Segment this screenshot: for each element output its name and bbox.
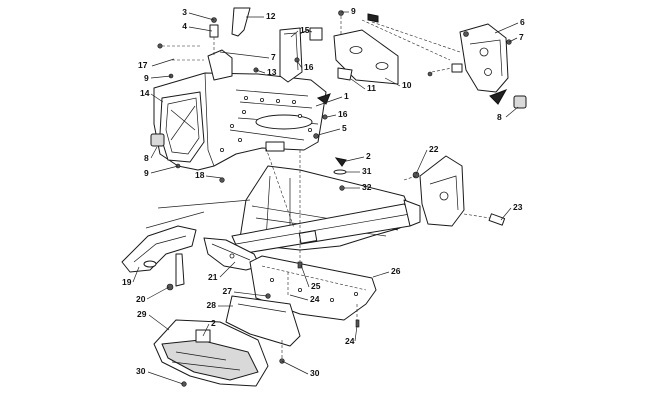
left-small-parts xyxy=(150,43,331,183)
callout-c12: 12 xyxy=(266,11,276,21)
callout-c13: 13 xyxy=(267,67,277,77)
callout-c15: 15 xyxy=(300,25,310,35)
callout-c18: 18 xyxy=(195,170,205,180)
callout-c31: 31 xyxy=(362,166,372,176)
leader-line-c9b xyxy=(150,75,172,79)
callout-c7a: 7 xyxy=(519,32,524,42)
callout-c16b: 16 xyxy=(338,109,348,119)
callout-c27: 27 xyxy=(223,286,233,296)
callout-c9b: 9 xyxy=(144,73,149,83)
leader-line-c8b xyxy=(150,146,158,159)
upper-parts xyxy=(211,7,344,83)
leader-line-c25 xyxy=(300,264,310,288)
leader-line-c30a xyxy=(147,371,184,385)
leader-line-c24b xyxy=(354,325,358,342)
leader-line-c6 xyxy=(494,22,519,34)
callout-c26: 26 xyxy=(391,266,401,276)
leader-line-c10 xyxy=(384,77,401,87)
callout-c20: 20 xyxy=(136,294,146,304)
callout-c10: 10 xyxy=(402,80,412,90)
callout-c25: 25 xyxy=(311,281,321,291)
leader-line-c16b xyxy=(326,114,337,118)
leader-line-c30b xyxy=(281,360,309,375)
callout-c21: 21 xyxy=(208,272,218,282)
right-spindle-bracket xyxy=(403,155,506,227)
leader-line-c9c xyxy=(150,165,179,174)
leader-line-c24a xyxy=(289,294,309,301)
callout-c24b: 24 xyxy=(345,336,355,346)
callout-c8b: 8 xyxy=(144,153,149,163)
callout-c8a: 8 xyxy=(497,112,502,122)
callout-c2b: 2 xyxy=(211,318,216,328)
callout-c30a: 30 xyxy=(136,366,146,376)
callout-c9c: 9 xyxy=(144,168,149,178)
callout-c2a: 2 xyxy=(366,151,371,161)
leader-line-c23 xyxy=(500,207,512,221)
callout-c19: 19 xyxy=(122,277,132,287)
leader-line-c27 xyxy=(233,291,268,297)
callout-c7b: 7 xyxy=(271,52,276,62)
leader-line-c15 xyxy=(290,30,299,38)
leader-line-c11 xyxy=(350,78,366,90)
callout-c5: 5 xyxy=(342,123,347,133)
leader-line-c26 xyxy=(372,271,390,278)
leader-line-c21 xyxy=(219,261,236,278)
callout-c1: 1 xyxy=(344,91,349,101)
callout-c29: 29 xyxy=(137,309,147,319)
leader-line-c20 xyxy=(146,286,170,300)
callout-c24a: 24 xyxy=(310,294,320,304)
leader-line-c8a xyxy=(505,106,519,118)
callout-c14: 14 xyxy=(140,88,150,98)
leader-line-c2b xyxy=(202,323,210,337)
callout-c6: 6 xyxy=(520,17,525,27)
callout-c17: 17 xyxy=(138,60,148,70)
front-frame xyxy=(231,147,421,262)
bellypan-29 xyxy=(153,319,285,387)
callout-c32: 32 xyxy=(362,182,372,192)
leader-line-c14 xyxy=(150,93,164,103)
leader-line-c7b xyxy=(219,51,270,59)
leader-line-c18 xyxy=(205,175,223,179)
leader-line-c2a xyxy=(341,156,365,163)
leader-line-c1 xyxy=(315,96,343,107)
callout-c23: 23 xyxy=(513,202,523,212)
callout-c22: 22 xyxy=(429,144,439,154)
callout-c9a: 9 xyxy=(351,6,356,16)
plate-28 xyxy=(225,295,301,347)
motor-mount-bracket xyxy=(367,13,527,109)
leader-line-c16a xyxy=(296,60,303,69)
leader-line-c19 xyxy=(132,266,140,283)
bulkhead-assembly xyxy=(153,24,327,171)
callout-c4: 4 xyxy=(182,21,187,31)
callout-c28: 28 xyxy=(207,300,217,310)
leader-line-c7a xyxy=(508,37,518,43)
leader-line-c3 xyxy=(188,12,215,21)
mount-19 xyxy=(121,199,251,291)
leader-line-c13 xyxy=(255,69,266,74)
bracket-21 xyxy=(203,237,261,271)
callout-c30b: 30 xyxy=(310,368,320,378)
steering-plate xyxy=(333,19,461,85)
leader-line-c5 xyxy=(317,128,341,136)
leader-line-c29 xyxy=(148,314,170,331)
leader-line-c22 xyxy=(415,149,428,175)
callout-c3: 3 xyxy=(182,7,187,17)
leader-line-c4 xyxy=(188,26,213,32)
callout-c16a: 16 xyxy=(304,62,314,72)
callout-c11: 11 xyxy=(367,83,376,93)
leader-line-c17 xyxy=(151,58,175,67)
